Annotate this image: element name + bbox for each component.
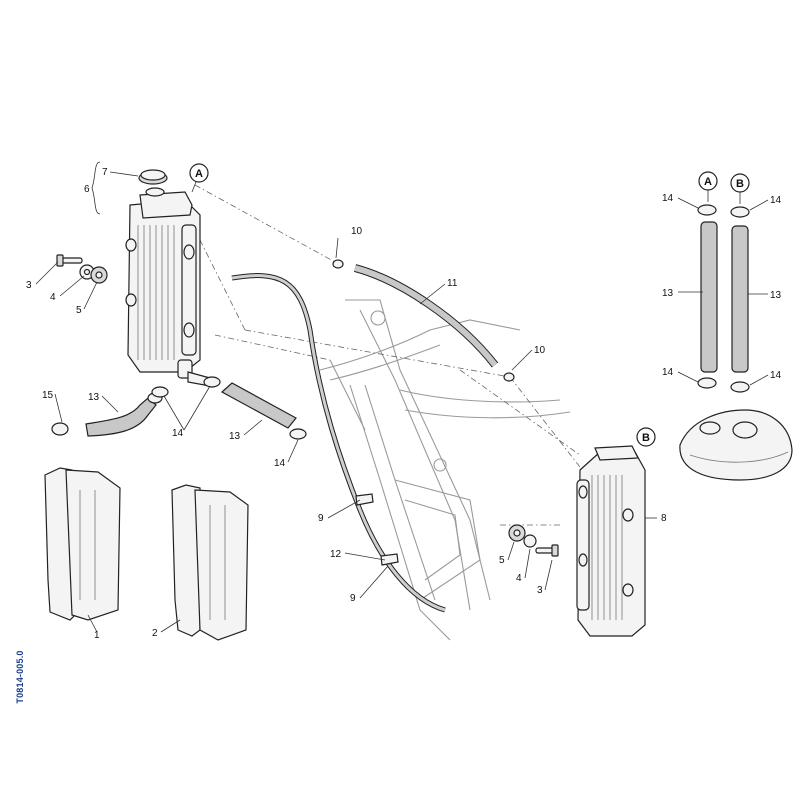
connector-a-left-label: A: [195, 168, 203, 180]
callout-14-bottom-left: 14: [662, 367, 674, 378]
connector-b-hose: B: [730, 173, 750, 204]
callout-2: 2: [152, 628, 158, 639]
radiator-guard-left[interactable]: [44, 467, 121, 621]
left-radiator-fins: [137, 225, 175, 360]
callout-3-right: 3: [537, 585, 543, 596]
callout-14-middle: 14: [274, 458, 286, 469]
callout-10-bottom: 10: [534, 345, 546, 356]
frame-sketch: [319, 299, 571, 641]
callout-13-middle: 13: [229, 431, 241, 442]
right-mount-hardware[interactable]: [508, 524, 559, 557]
callout-9-bottom: 9: [350, 593, 356, 604]
right-radiator[interactable]: [576, 445, 646, 637]
hose-clips[interactable]: [355, 493, 399, 566]
connector-a-hose: A: [698, 171, 718, 202]
radiator-guard-right[interactable]: [171, 484, 249, 641]
callout-8: 8: [661, 513, 667, 524]
callout-14-top-right: 14: [770, 195, 782, 206]
connector-b-right: B: [636, 427, 656, 447]
reference-code: T0814-005.0: [15, 650, 25, 704]
callout-13-right-right: 13: [770, 290, 782, 301]
callout-10-top: 10: [351, 226, 363, 237]
alignment-lines: [194, 184, 591, 526]
callout-5-left: 5: [76, 305, 82, 316]
callout-4-left: 4: [50, 292, 56, 303]
callout-14-bottom-right: 14: [770, 370, 782, 381]
callout-12: 12: [330, 549, 342, 560]
right-radiator-fins: [591, 475, 623, 620]
callout-11: 11: [447, 278, 458, 289]
connector-b-right-label: B: [642, 432, 650, 444]
left-mount-hardware[interactable]: [56, 254, 108, 284]
overflow-hose[interactable]: [231, 273, 446, 613]
callout-1: 1: [94, 630, 100, 641]
callout-7: 7: [102, 167, 108, 178]
callout-13-right-left: 13: [662, 288, 674, 299]
radiator-cap[interactable]: [138, 169, 168, 197]
connector-a-hose-label: A: [704, 176, 712, 188]
lower-left-hose[interactable]: [51, 392, 163, 437]
callout-13-left: 13: [88, 392, 100, 403]
callout-15: 15: [42, 390, 54, 401]
callout-6: 6: [84, 184, 90, 195]
callout-3-left: 3: [26, 280, 32, 291]
upper-hose[interactable]: [332, 259, 515, 382]
water-pump-cover: [679, 409, 793, 481]
left-clamps[interactable]: [151, 376, 307, 440]
callout-14-top-left: 14: [662, 193, 674, 204]
middle-straight-hose[interactable]: [220, 382, 297, 429]
connector-b-hose-label: B: [736, 178, 744, 190]
leader-lines: [35, 171, 769, 633]
callout-9-top: 9: [318, 513, 324, 524]
left-radiator[interactable]: [125, 191, 211, 387]
hose-b-straight[interactable]: [730, 206, 750, 393]
callout-14-left: 14: [172, 428, 184, 439]
callout-4-right: 4: [516, 573, 522, 584]
connector-a-left: A: [189, 163, 209, 193]
hose-a-straight[interactable]: [697, 204, 718, 389]
callout-labels: 7 6 3 4 5 15 13 14 13 14 1 2 10 11 10 9 …: [26, 167, 782, 641]
callout-5-right: 5: [499, 555, 505, 566]
group-bracket: [91, 161, 101, 215]
